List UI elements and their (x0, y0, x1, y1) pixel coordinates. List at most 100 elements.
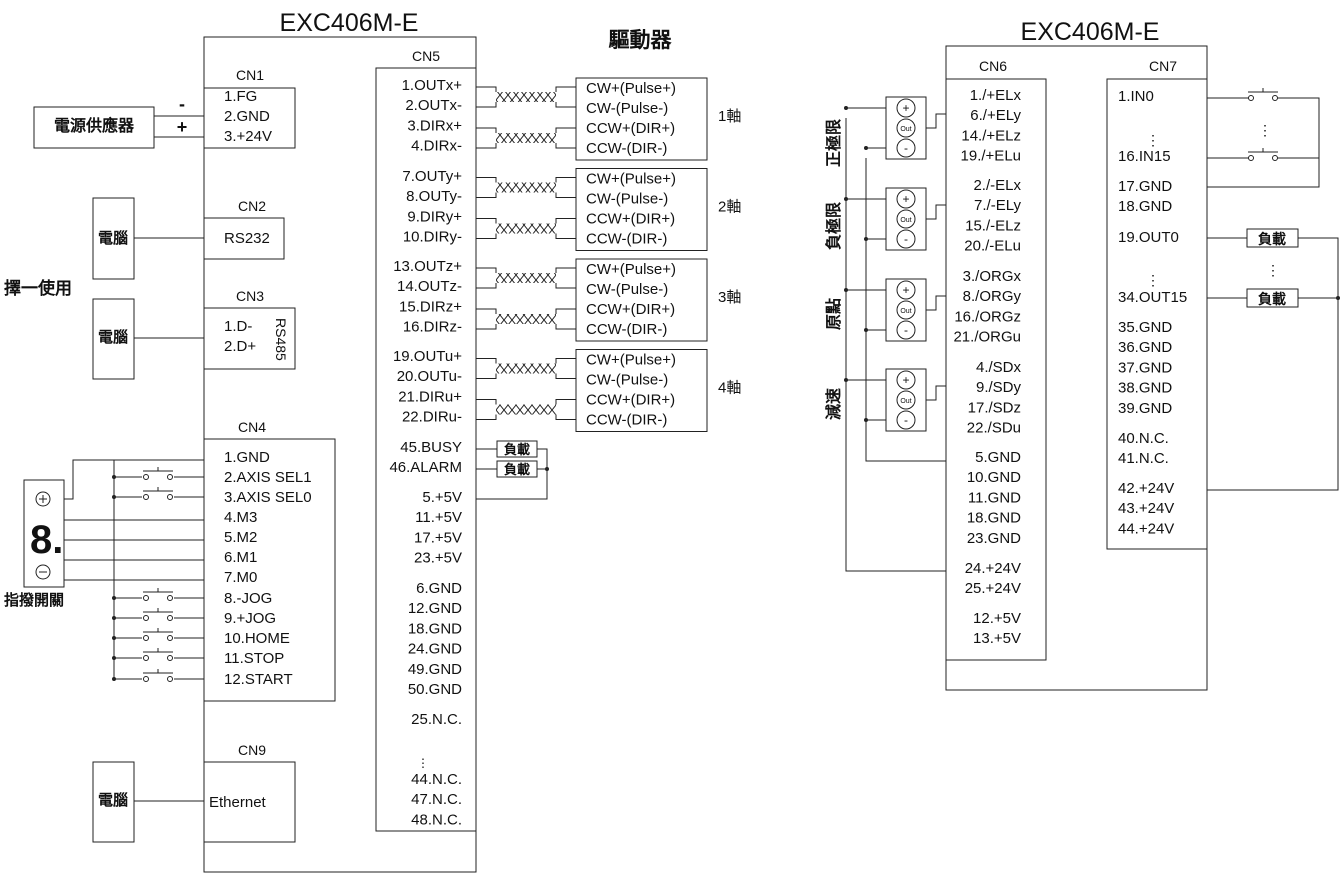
sensor-terminal-label: Out (900, 308, 911, 315)
sensor-terminal-icon (896, 410, 916, 430)
cn4-node (112, 495, 116, 499)
cn5-pin: 45.BUSY (400, 439, 462, 456)
cn1-pin: 3.+24V (224, 128, 272, 145)
sensor-power-wire (846, 107, 886, 149)
cn5-pin: 9.DIRy+ (407, 208, 462, 225)
cn5-pin: 49.GND (408, 661, 462, 678)
cn6-pin: 17./SDz (968, 399, 1021, 416)
cn5-pin: 48.N.C. (411, 811, 462, 828)
power-plus-sign: + (177, 117, 188, 137)
cn4-switch-terminal (167, 494, 173, 500)
cn5-pin: 44.N.C. (411, 771, 462, 788)
cn5-pin: 14.OUTz- (397, 278, 462, 295)
cn7-label: CN7 (1149, 58, 1177, 74)
cn7-pin: 41.N.C. (1118, 450, 1169, 467)
cn6-pin: 16./ORGz (954, 308, 1021, 325)
twisted-pair-icon (496, 133, 556, 143)
cn4-switch-terminal (167, 595, 173, 601)
cn6-pin: 25.+24V (965, 580, 1021, 597)
cn6-pin: 19./+ELu (961, 148, 1021, 165)
rs485-label: RS485 (273, 318, 289, 361)
cn6-pin: 1./+ELx (970, 87, 1022, 104)
twisted-pair-ends (476, 218, 576, 239)
cn4-pin: 4.M3 (224, 509, 257, 526)
cn5-pin: 10.DIRy- (403, 229, 462, 246)
axis-label: 2軸 (718, 199, 741, 216)
twisted-pair-icon (496, 363, 556, 374)
driver-pin: CW-(Pulse-) (586, 281, 668, 298)
cn5-pin: 20.OUTu- (397, 368, 462, 385)
cn7-load-label-0: 負載 (1258, 231, 1286, 247)
cn9-box (203, 761, 296, 843)
sensor-terminal-label: - (904, 323, 908, 337)
cn4-switch-plunger (143, 467, 173, 472)
cn5-pin: 4.DIRx- (411, 138, 462, 155)
cn5-pin: 25.N.C. (411, 711, 462, 728)
axis-label: 3軸 (718, 289, 741, 306)
sensor-terminal-icon (896, 138, 916, 158)
cn7-load-label-1: 負載 (1258, 291, 1286, 307)
cn7-pin: 35.GND (1118, 319, 1172, 336)
cn4-node (112, 656, 116, 660)
sensor-box (885, 368, 927, 432)
sensor-box (885, 278, 927, 342)
twisted-pair-icon (496, 273, 556, 283)
busy-load-label: 負載 (504, 442, 530, 457)
cn5-pin: 46.ALARM (389, 459, 462, 476)
sensor-node (864, 146, 868, 150)
sensor-terminal-icon (896, 280, 916, 300)
cn5-pin: 47.N.C. (411, 791, 462, 808)
cn4-switch-terminal (143, 474, 149, 480)
cn7-switch-terminal (1272, 95, 1278, 101)
cn7-pin: 44.+24V (1118, 520, 1174, 537)
cn4-node (112, 677, 116, 681)
sensor-terminal-icon (896, 390, 916, 410)
twisted-pair-icon (496, 92, 556, 102)
sensor-terminal-label: - (904, 141, 908, 155)
sensor-terminal-icon (896, 209, 916, 229)
cn3-pin: 1.D- (224, 318, 252, 335)
load-node (545, 467, 549, 471)
cn7-pin: 39.GND (1118, 400, 1172, 417)
pc-label-1: 電腦 (98, 229, 128, 247)
sensor-out-wire (926, 204, 946, 220)
sensor-node (844, 106, 848, 110)
choose-one-label: 擇一使用 (4, 278, 72, 298)
twisted-pair-icon (496, 314, 556, 324)
cn3-pin: 2.D+ (224, 338, 256, 355)
cn7-vdots-2: ⋮ (1146, 272, 1160, 288)
cn7-switch-vdots: ⋮ (1258, 122, 1272, 138)
load-wires (476, 448, 548, 500)
sensor-out-wire (926, 385, 946, 401)
driver-pin: CCW+(DIR+) (586, 211, 675, 228)
cn4-wires (64, 459, 204, 680)
right-title: EXC406M-E (1021, 18, 1160, 46)
cn6-pin: 11.GND (968, 489, 1021, 506)
cn7-vdots-1: ⋮ (1146, 132, 1160, 148)
cn6-pin: 14./+ELz (961, 127, 1021, 144)
cn4-switch-terminal (167, 655, 173, 661)
cn5-pin: 5.+5V (422, 489, 462, 506)
driver-box (575, 349, 708, 432)
cn4-pin: 7.M0 (224, 569, 257, 586)
cn5-pin: 22.DIRu- (402, 409, 462, 426)
cn7-pin: 36.GND (1118, 339, 1172, 356)
cn5-vdots: ⋮ (417, 756, 429, 770)
driver-pin: CCW-(DIR-) (586, 321, 667, 338)
cn4-pin: 5.M2 (224, 529, 257, 546)
cn7-pin: 38.GND (1118, 380, 1172, 397)
cn4-node (112, 636, 116, 640)
sensor-bus-top (845, 118, 867, 238)
cn5-pin: 8.OUTy- (406, 188, 462, 205)
driver-pin: CW+(Pulse+) (586, 352, 676, 369)
power-minus-sign: - (179, 94, 185, 114)
axis-label: 4軸 (718, 380, 741, 397)
cn7-pin: 40.N.C. (1118, 430, 1169, 447)
sensor-terminal-icon (896, 118, 916, 138)
cn6-pin: 2./-ELx (973, 177, 1021, 194)
cn4-switch-terminal (143, 635, 149, 641)
cn5-label: CN5 (412, 48, 440, 64)
cn5-pin: 23.+5V (414, 550, 462, 567)
sensor-out-wire (926, 113, 946, 129)
cn5-pin: 21.DIRu+ (398, 388, 462, 405)
